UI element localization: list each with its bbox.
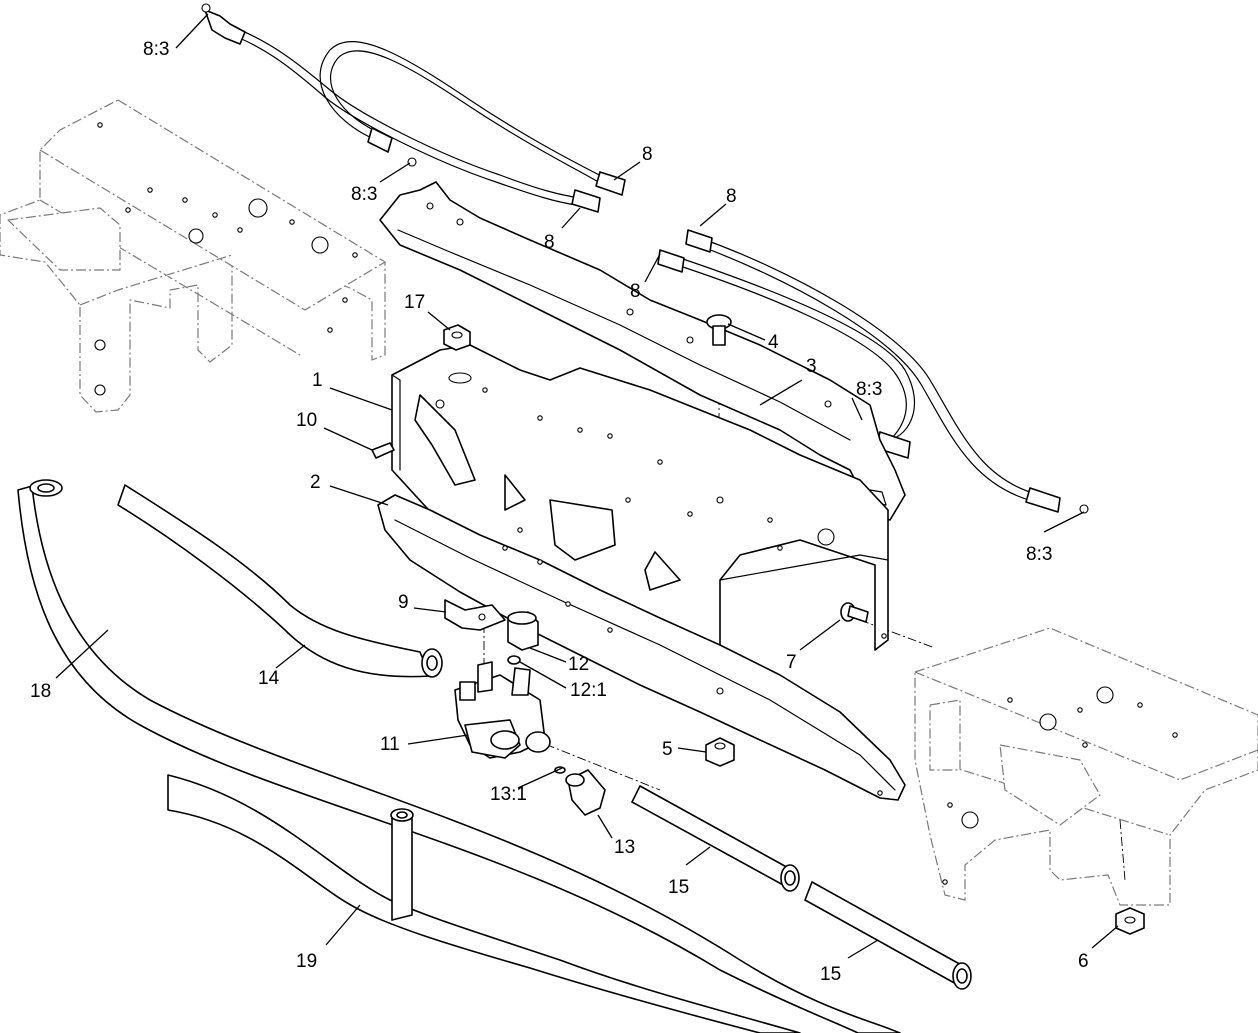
callout-label: 18 xyxy=(30,681,51,702)
hydraulic-hose-loop-left xyxy=(201,3,626,213)
oring-part-12-1 xyxy=(507,655,521,665)
callout-label: 3 xyxy=(806,356,817,377)
nut-part-5 xyxy=(705,737,735,767)
callout-label: 9 xyxy=(398,592,409,613)
callout-label: 6 xyxy=(1078,951,1089,972)
bracket-part-9 xyxy=(444,599,506,631)
callout-label: 14 xyxy=(258,668,280,689)
nut-part-6 xyxy=(1115,907,1145,935)
right-frame-reference xyxy=(914,627,1258,906)
valve-assembly-part-11 xyxy=(454,661,551,759)
leader-lines xyxy=(55,13,1119,959)
pin-part-10 xyxy=(371,442,395,459)
hose-part-15-upper xyxy=(631,785,800,892)
callout-label: 15 xyxy=(820,964,841,985)
callout-label: 10 xyxy=(296,410,317,431)
oring-part-13-1 xyxy=(554,766,566,774)
nut-part-17 xyxy=(443,324,471,351)
callout-labels: 8:3 8:3 8 8 8 8 17 4 3 1 8:3 10 2 8:3 9 … xyxy=(30,39,1089,985)
bolt-part-7 xyxy=(840,602,869,623)
callout-label: 11 xyxy=(380,734,400,755)
callout-label: 12 xyxy=(568,654,589,675)
hose-part-14 xyxy=(117,484,443,678)
callout-label: 8 xyxy=(544,232,555,253)
callout-label: 7 xyxy=(786,652,797,673)
mounting-strap-part-3 xyxy=(379,181,906,521)
callout-label: 8 xyxy=(726,186,737,207)
callout-label: 8 xyxy=(642,144,653,165)
left-frame-reference xyxy=(0,99,386,413)
callout-label: 15 xyxy=(668,877,689,898)
callout-label: 8:3 xyxy=(351,184,377,205)
callout-label: 2 xyxy=(310,472,321,493)
hydraulic-hose-loop-right xyxy=(657,229,1089,514)
callout-label: 12:1 xyxy=(570,680,607,701)
callout-label: 17 xyxy=(404,292,425,313)
callout-label: 19 xyxy=(296,951,317,972)
bolt-part-4 xyxy=(706,314,732,346)
callout-label: 8:3 xyxy=(143,39,169,60)
callout-label: 5 xyxy=(662,739,673,760)
callout-label: 4 xyxy=(768,332,779,353)
hose-part-18 xyxy=(17,479,901,1033)
hose-part-19 xyxy=(167,774,801,1033)
elbow-fitting-part-13 xyxy=(565,769,606,816)
hose-part-15-lower xyxy=(804,881,972,990)
fitting-part-12 xyxy=(507,611,539,651)
callout-label: 8 xyxy=(630,281,641,302)
callout-label: 1 xyxy=(312,370,323,391)
callout-label: 8:3 xyxy=(1026,544,1052,565)
callout-label: 13:1 xyxy=(490,784,527,805)
callout-label: 13 xyxy=(614,837,635,858)
callout-label: 8:3 xyxy=(856,379,882,400)
